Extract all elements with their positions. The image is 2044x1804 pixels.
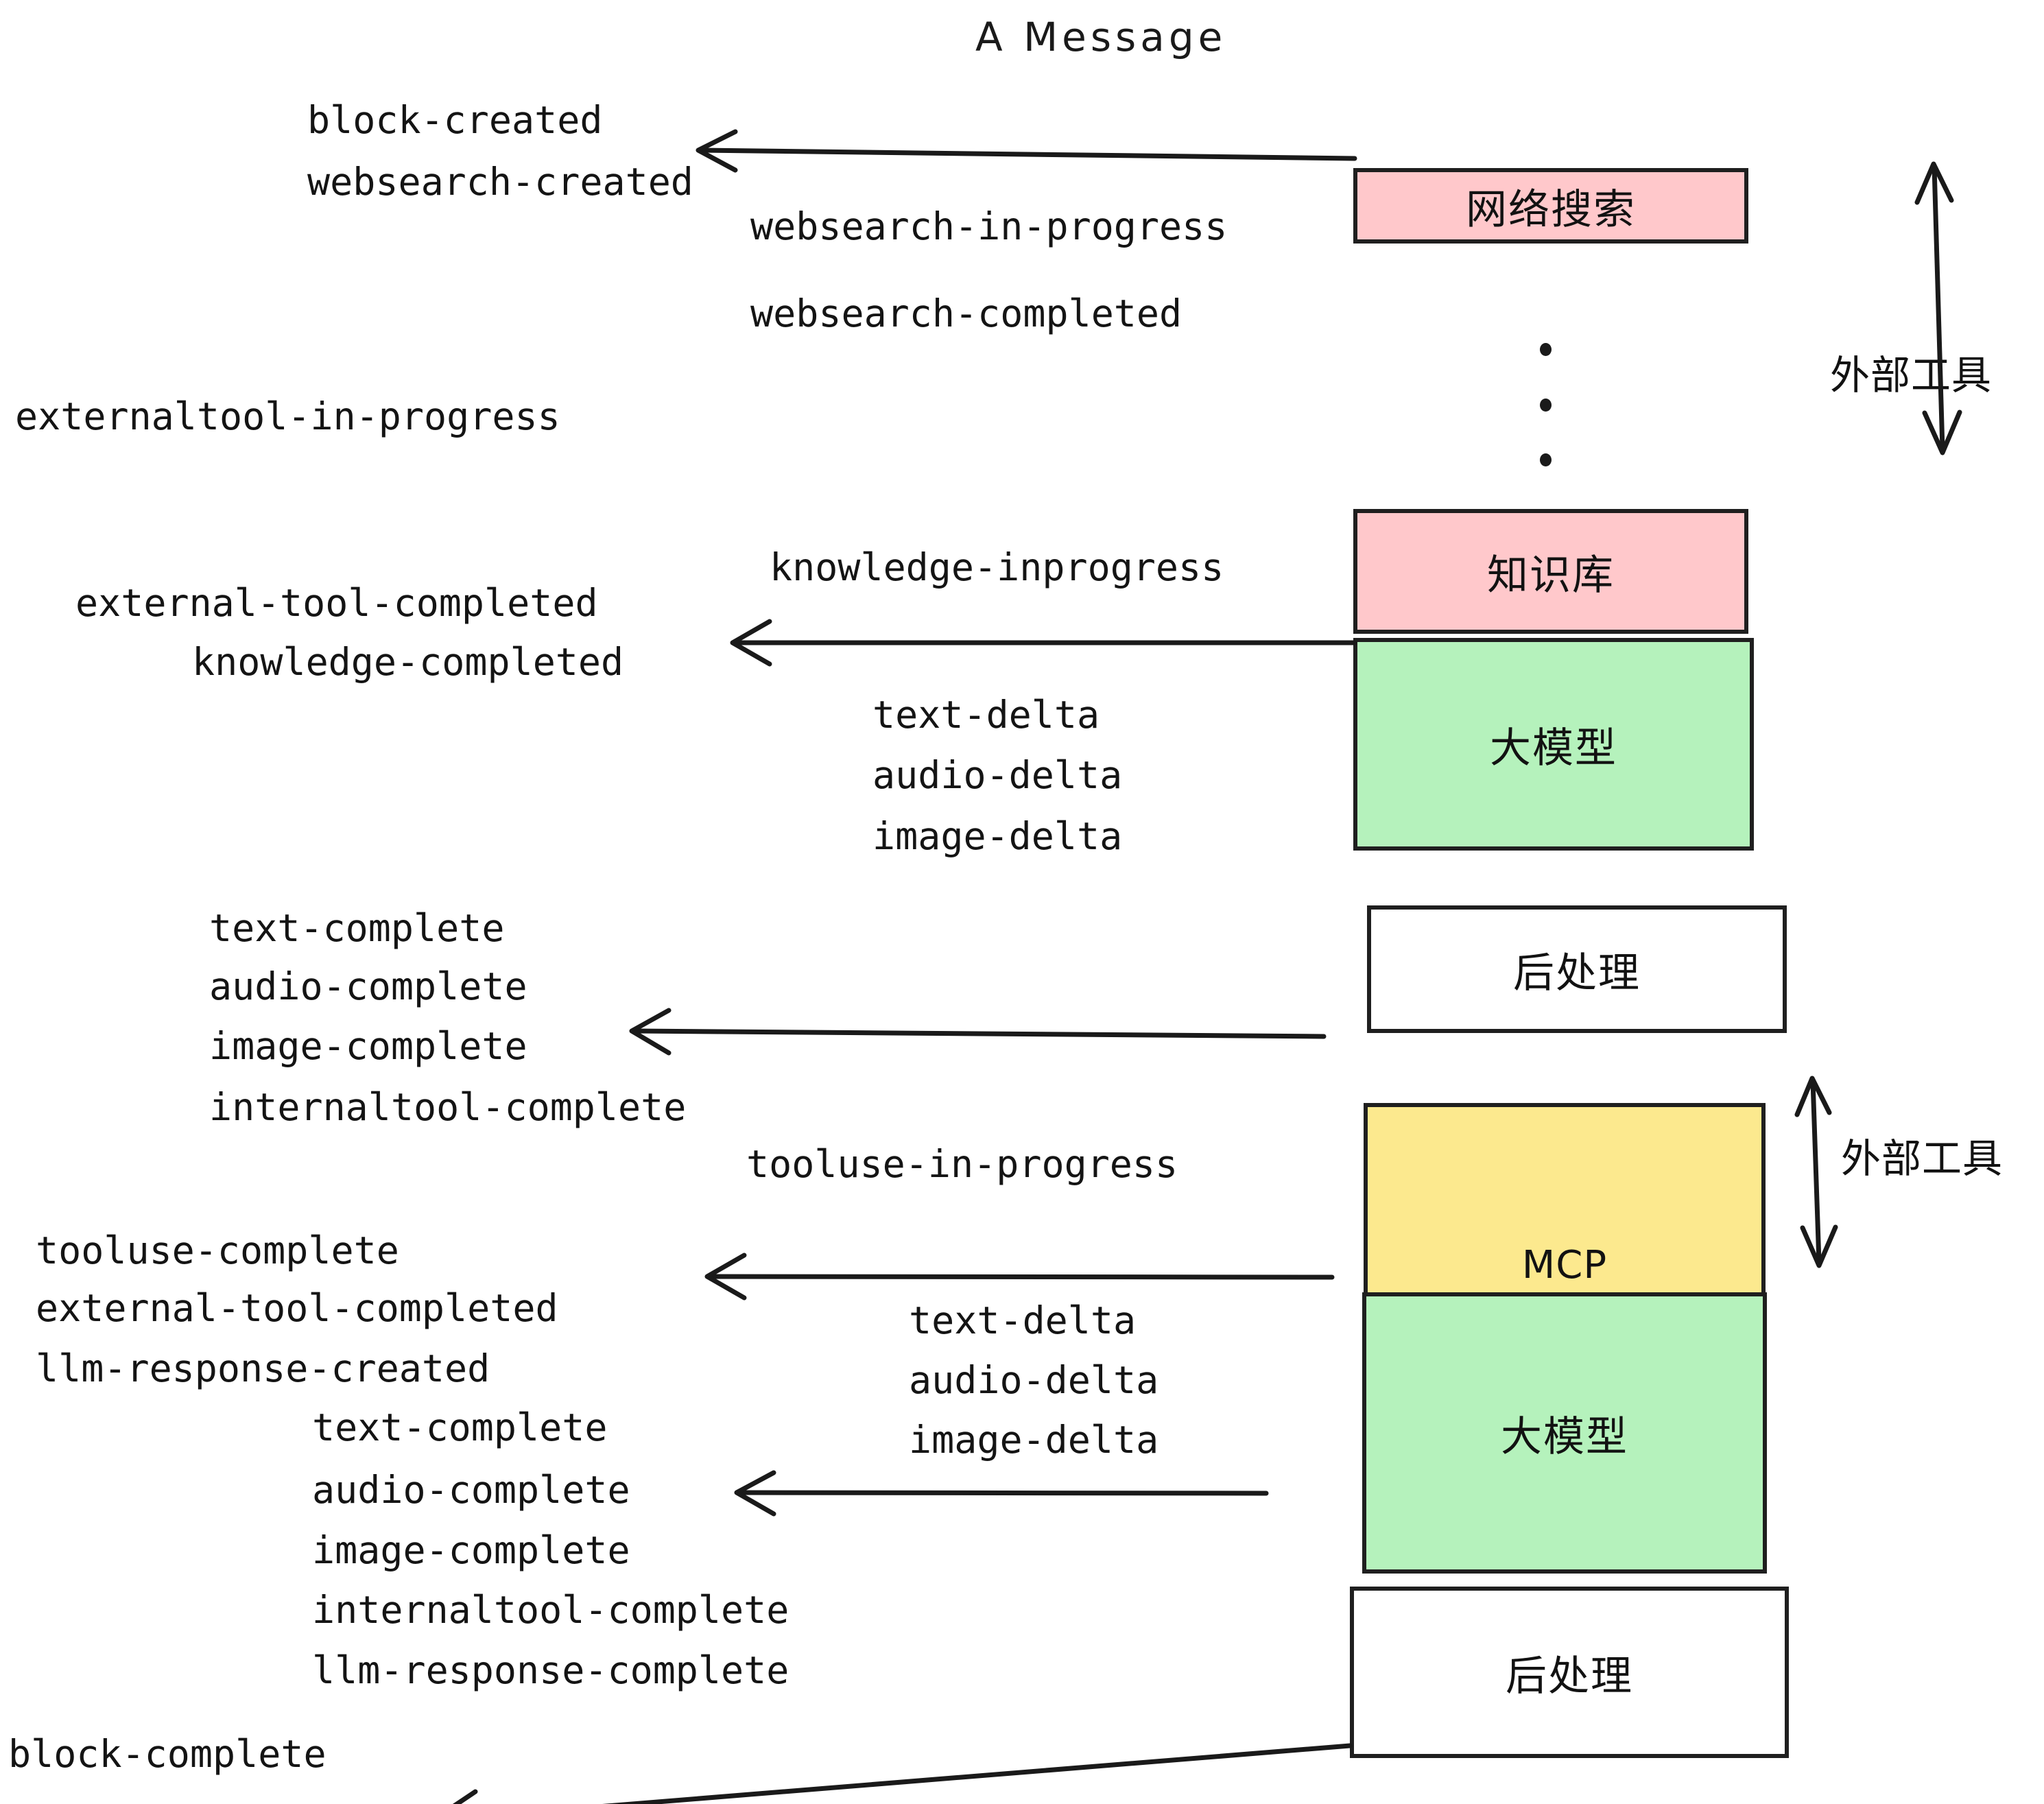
side-label-external-tools-top: 外部工具 bbox=[1830, 352, 1993, 399]
event-label-image-delta-2: image-delta bbox=[909, 1418, 1159, 1462]
bracket-external-tools-top bbox=[1914, 161, 1962, 455]
event-label-websearch-in-progress: websearch-in-progress bbox=[750, 204, 1228, 248]
event-label-audio-complete-2: audio-complete bbox=[312, 1468, 630, 1512]
node-postprocess-2[interactable]: 后处理 bbox=[1350, 1587, 1789, 1758]
arrow-knowledge-to-knowledge-completed bbox=[730, 619, 1357, 667]
event-label-audio-complete-1: audio-complete bbox=[209, 964, 527, 1008]
node-postprocess-1-label: 后处理 bbox=[1513, 949, 1641, 997]
event-label-image-delta-1: image-delta bbox=[872, 814, 1123, 858]
page-title: A Message bbox=[975, 14, 1227, 60]
node-llm-1-label: 大模型 bbox=[1490, 724, 1617, 772]
bracket-external-tools-bottom bbox=[1794, 1076, 1838, 1268]
event-label-tooluse-in-progress: tooluse-in-progress bbox=[746, 1142, 1178, 1186]
event-label-audio-delta-2: audio-delta bbox=[909, 1358, 1159, 1402]
event-label-block-created: block-created bbox=[307, 98, 603, 142]
event-label-externaltool-in-progress: externaltool-in-progress bbox=[15, 394, 560, 438]
node-knowledge-label: 知识库 bbox=[1487, 551, 1615, 600]
event-label-websearch-completed: websearch-completed bbox=[750, 292, 1183, 335]
node-knowledge[interactable]: 知识库 bbox=[1353, 509, 1748, 634]
event-label-image-complete-1: image-complete bbox=[209, 1024, 527, 1068]
event-label-audio-delta-1: audio-delta bbox=[872, 753, 1123, 797]
vertical-ellipsis-dots bbox=[1538, 343, 1552, 466]
event-label-llm-response-created: llm-response-created bbox=[36, 1346, 490, 1390]
event-label-tooluse-complete: tooluse-complete bbox=[36, 1229, 399, 1272]
event-label-knowledge-completed: knowledge-completed bbox=[192, 640, 624, 684]
event-label-external-tool-completed-1: external-tool-completed bbox=[75, 581, 598, 625]
arrow-websearch-to-block-created bbox=[696, 129, 1357, 173]
event-label-text-complete-2: text-complete bbox=[312, 1405, 608, 1449]
event-label-external-tool-completed-2: external-tool-completed bbox=[36, 1286, 558, 1330]
event-label-text-delta-1: text-delta bbox=[872, 693, 1100, 737]
node-websearch-label: 网络搜索 bbox=[1466, 185, 1636, 234]
node-llm-2-label: 大模型 bbox=[1501, 1412, 1628, 1461]
event-label-text-complete-1: text-complete bbox=[209, 906, 505, 950]
event-label-websearch-created: websearch-created bbox=[307, 160, 693, 204]
event-label-llm-response-complete: llm-response-complete bbox=[312, 1648, 789, 1692]
arrow-mcp-to-tooluse-complete bbox=[704, 1253, 1335, 1301]
event-label-text-delta-2: text-delta bbox=[909, 1298, 1137, 1342]
node-postprocess-1[interactable]: 后处理 bbox=[1367, 905, 1787, 1033]
arrow-llm-2-to-audio-complete bbox=[734, 1470, 1269, 1517]
event-label-knowledge-inprogress: knowledge-inprogress bbox=[770, 545, 1224, 589]
event-label-block-complete: block-complete bbox=[8, 1732, 326, 1776]
node-postprocess-2-label: 后处理 bbox=[1506, 1652, 1633, 1700]
arrow-postprocess-1-to-image-complete bbox=[629, 1008, 1327, 1056]
node-mcp-label: MCP bbox=[1521, 1242, 1608, 1287]
event-label-internaltool-complete-1: internaltool-complete bbox=[209, 1085, 687, 1129]
node-llm-1[interactable]: 大模型 bbox=[1353, 638, 1754, 851]
event-label-internaltool-complete-2: internaltool-complete bbox=[312, 1588, 789, 1632]
node-websearch[interactable]: 网络搜索 bbox=[1353, 168, 1748, 244]
event-label-image-complete-2: image-complete bbox=[312, 1528, 630, 1572]
node-llm-2[interactable]: 大模型 bbox=[1362, 1292, 1767, 1574]
arrow-postprocess-2-to-block-complete bbox=[452, 1743, 1353, 1804]
side-label-external-tools-bottom: 外部工具 bbox=[1841, 1135, 2004, 1182]
